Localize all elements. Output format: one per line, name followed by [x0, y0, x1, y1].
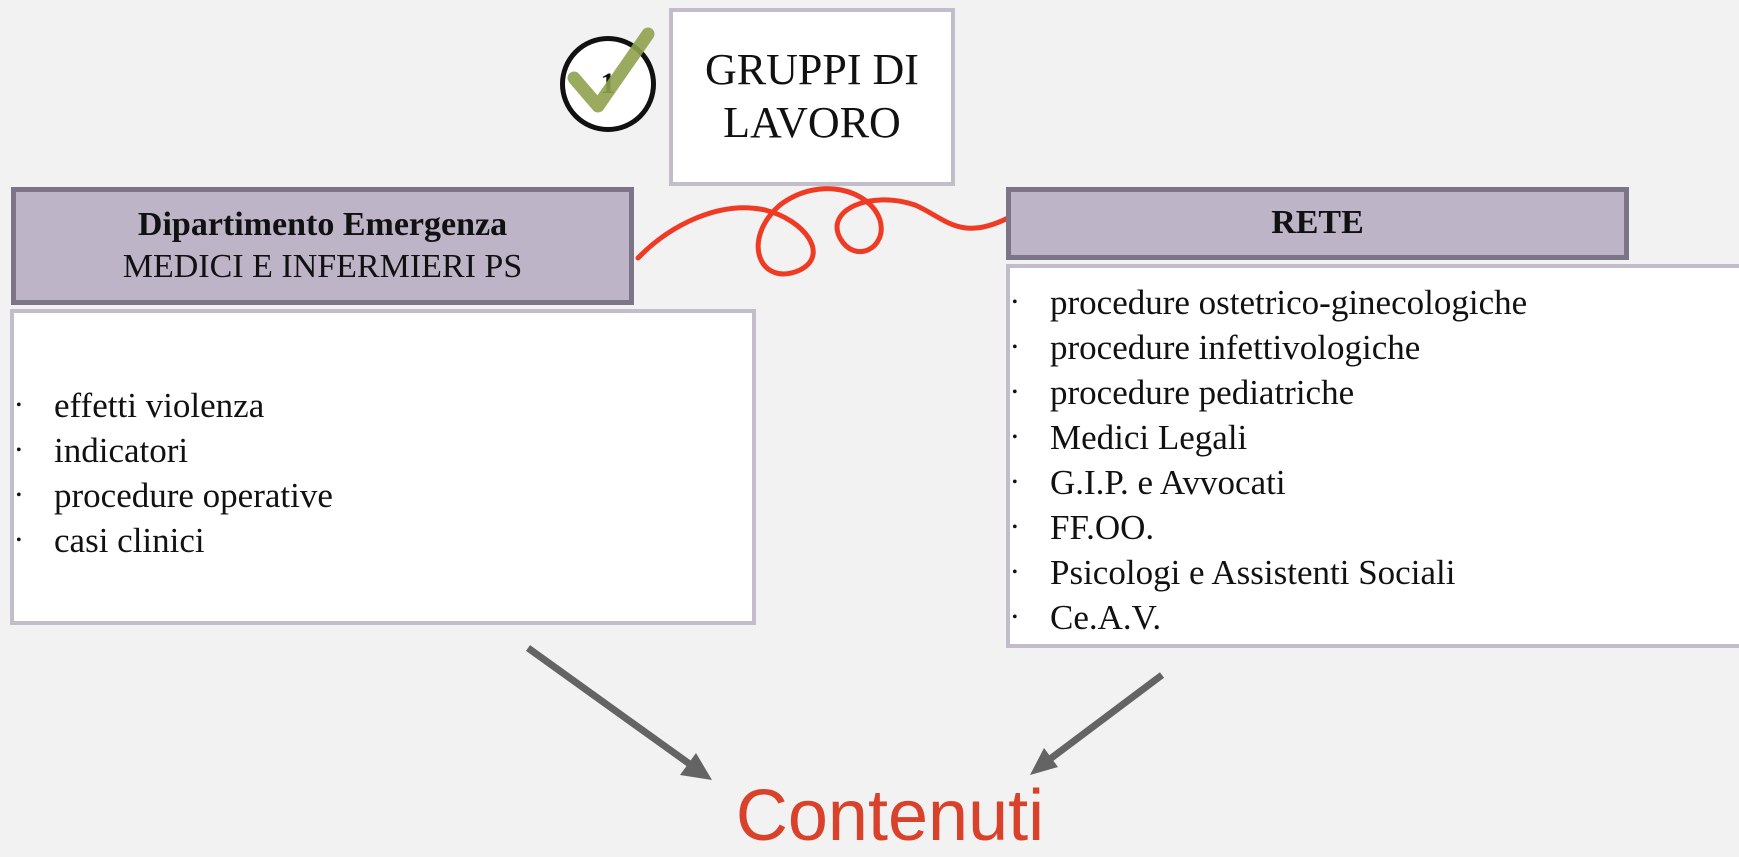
right-content-box: procedure ostetrico-ginecologiche proced… — [1006, 264, 1739, 648]
list-item: procedure infettivologiche — [1012, 325, 1527, 370]
list-item: procedure pediatriche — [1012, 370, 1527, 415]
list-item: indicatori — [16, 428, 333, 473]
right-panel-header: RETE — [1006, 187, 1629, 260]
contenuti-label: Contenuti — [735, 776, 1045, 856]
right-item-list: procedure ostetrico-ginecologiche proced… — [1012, 280, 1527, 640]
checkmark-icon — [567, 27, 655, 113]
left-content-box: effetti violenza indicatori procedure op… — [10, 309, 756, 625]
list-item: procedure operative — [16, 473, 333, 518]
squiggle-connector — [635, 186, 1010, 277]
list-item: Psicologi e Assistenti Sociali — [1012, 550, 1527, 595]
list-item: FF.OO. — [1012, 505, 1527, 550]
list-item: procedure ostetrico-ginecologiche — [1012, 280, 1527, 325]
title-line-1: GRUPPI DI — [705, 45, 919, 95]
arrow-icon — [525, 645, 712, 780]
left-panel-header: Dipartimento Emergenza MEDICI E INFERMIE… — [11, 187, 634, 305]
right-header-title: RETE — [1271, 204, 1364, 242]
left-header-subtitle: MEDICI E INFERMIERI PS — [122, 248, 523, 285]
list-item: Medici Legali — [1012, 415, 1527, 460]
title-line-2: LAVORO — [723, 98, 901, 147]
title-box: GRUPPI DI LAVORO — [669, 8, 955, 186]
left-item-list: effetti violenza indicatori procedure op… — [16, 383, 333, 563]
arrow-icon — [1030, 672, 1165, 775]
list-item: casi clinici — [16, 518, 333, 563]
list-item: Ce.A.V. — [1012, 595, 1527, 640]
left-header-title: Dipartimento Emergenza — [137, 205, 508, 243]
list-item: effetti violenza — [16, 383, 333, 428]
list-item: G.I.P. e Avvocati — [1012, 460, 1527, 505]
